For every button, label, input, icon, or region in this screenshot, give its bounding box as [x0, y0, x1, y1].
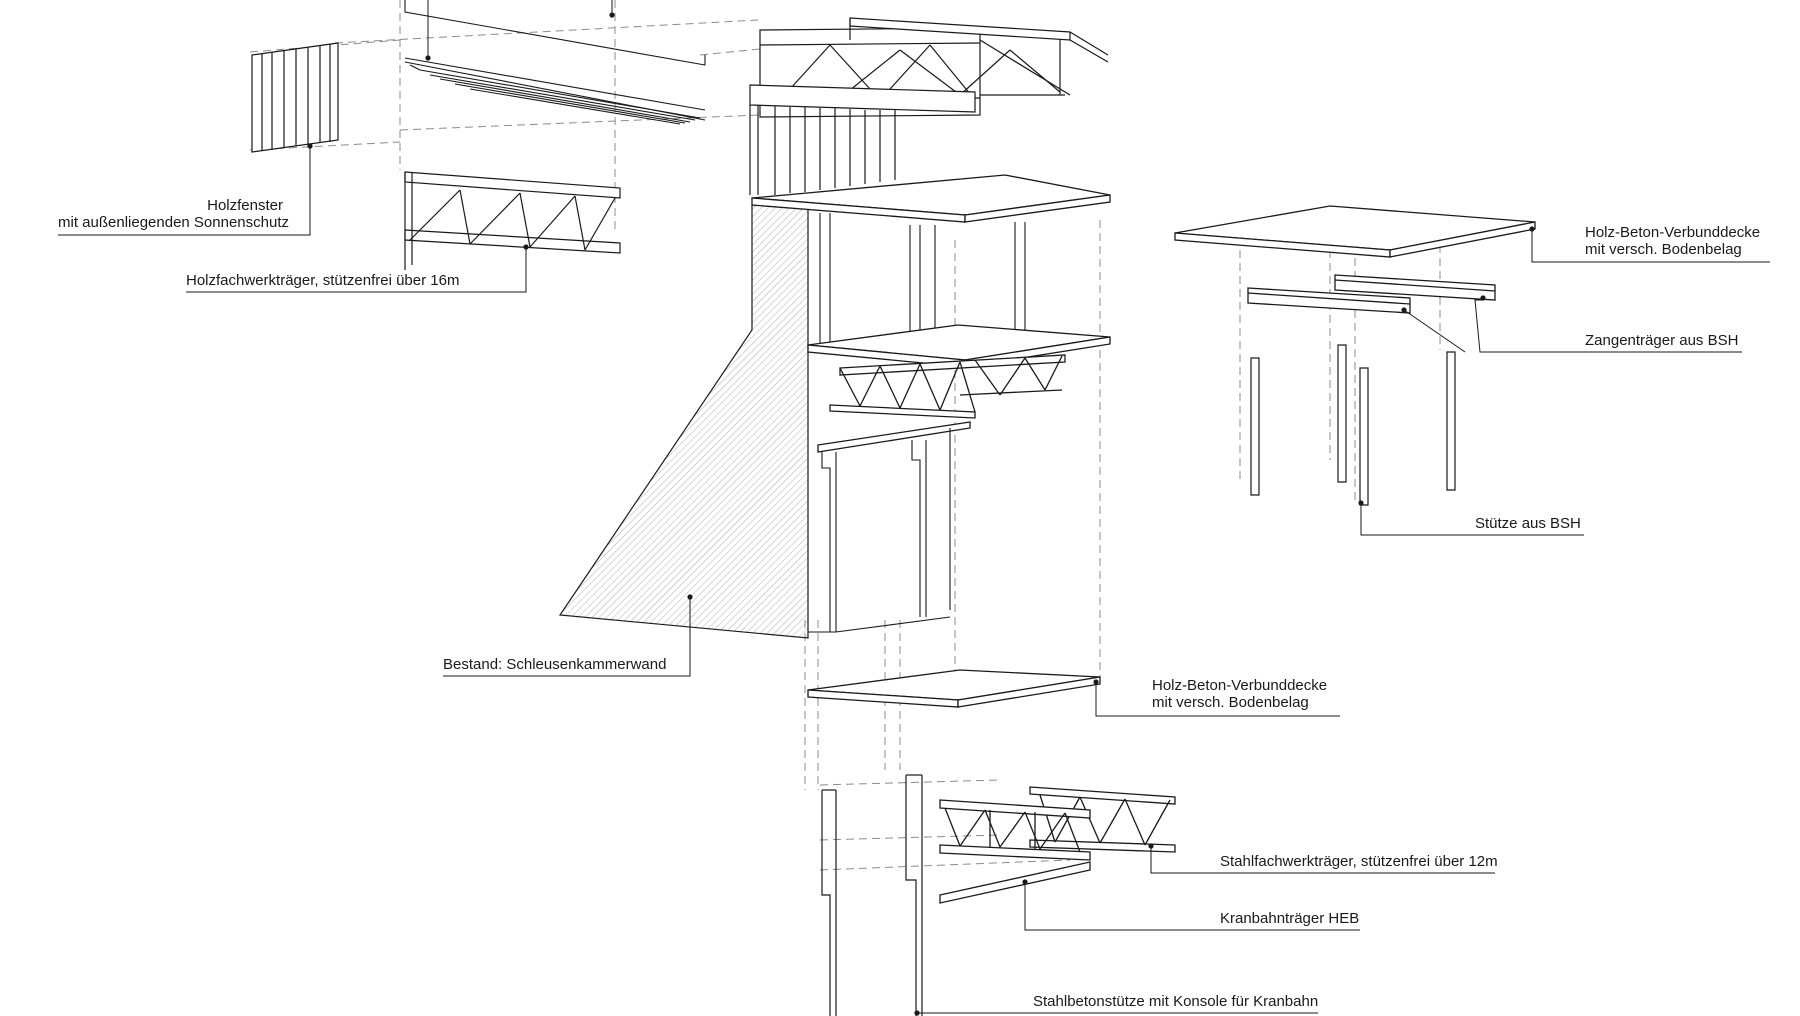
- label-holzfenster-line2: mit außenliegenden Sonnenschutz: [58, 214, 289, 231]
- mid-concrete-columns: [808, 428, 951, 633]
- leader-lines: [58, 0, 1770, 1014]
- label-stahlbetonstuetze: Stahlbetonstütze mit Konsole für Kranbah…: [1033, 993, 1319, 1010]
- right-tong-beams: [1247, 274, 1496, 314]
- upper-columns: [819, 213, 1026, 350]
- window-frame: [251, 42, 339, 153]
- label-hbv-upper-line1: Holz-Beton-Verbunddecke: [1585, 224, 1761, 241]
- label-hbv-lower-line1: Holz-Beton-Verbunddecke: [1152, 677, 1328, 694]
- upper-slab: [751, 174, 1111, 223]
- roof-trusses: [749, 17, 1109, 195]
- right-columns: [1250, 344, 1456, 506]
- label-holzfenster-line1: Holzfenster: [207, 197, 283, 214]
- label-zangentraeger: Zangenträger aus BSH: [1585, 332, 1739, 349]
- label-stahlfachwerktraeger: Stahlfachwerkträger, stützenfrei über 12…: [1220, 853, 1498, 870]
- bottom-steel-truss: [939, 786, 1176, 904]
- label-bestand: Bestand: Schleusenkammerwand: [443, 656, 667, 673]
- lower-slab: [807, 669, 1101, 708]
- leader-dots: [307, 12, 1535, 1016]
- rc-columns: [821, 774, 923, 1016]
- right-slab: [1174, 205, 1536, 258]
- mid-steel-truss: [817, 354, 1066, 453]
- label-kranbahntraeger: Kranbahnträger HEB: [1220, 910, 1360, 927]
- existing-lock-wall: [558, 204, 809, 639]
- sun-shading-louvres: [404, 0, 706, 125]
- timber-truss-left: [404, 171, 621, 270]
- label-stuetze-bsh: Stütze aus BSH: [1475, 515, 1581, 532]
- label-holzfachwerktraeger: Holzfachwerkträger, stützenfrei über 16m: [186, 272, 460, 289]
- label-hbv-lower-line2: mit versch. Bodenbelag: [1152, 694, 1309, 711]
- alignment-lines: [249, 0, 1441, 871]
- label-hbv-upper-line2: mit versch. Bodenbelag: [1585, 241, 1742, 258]
